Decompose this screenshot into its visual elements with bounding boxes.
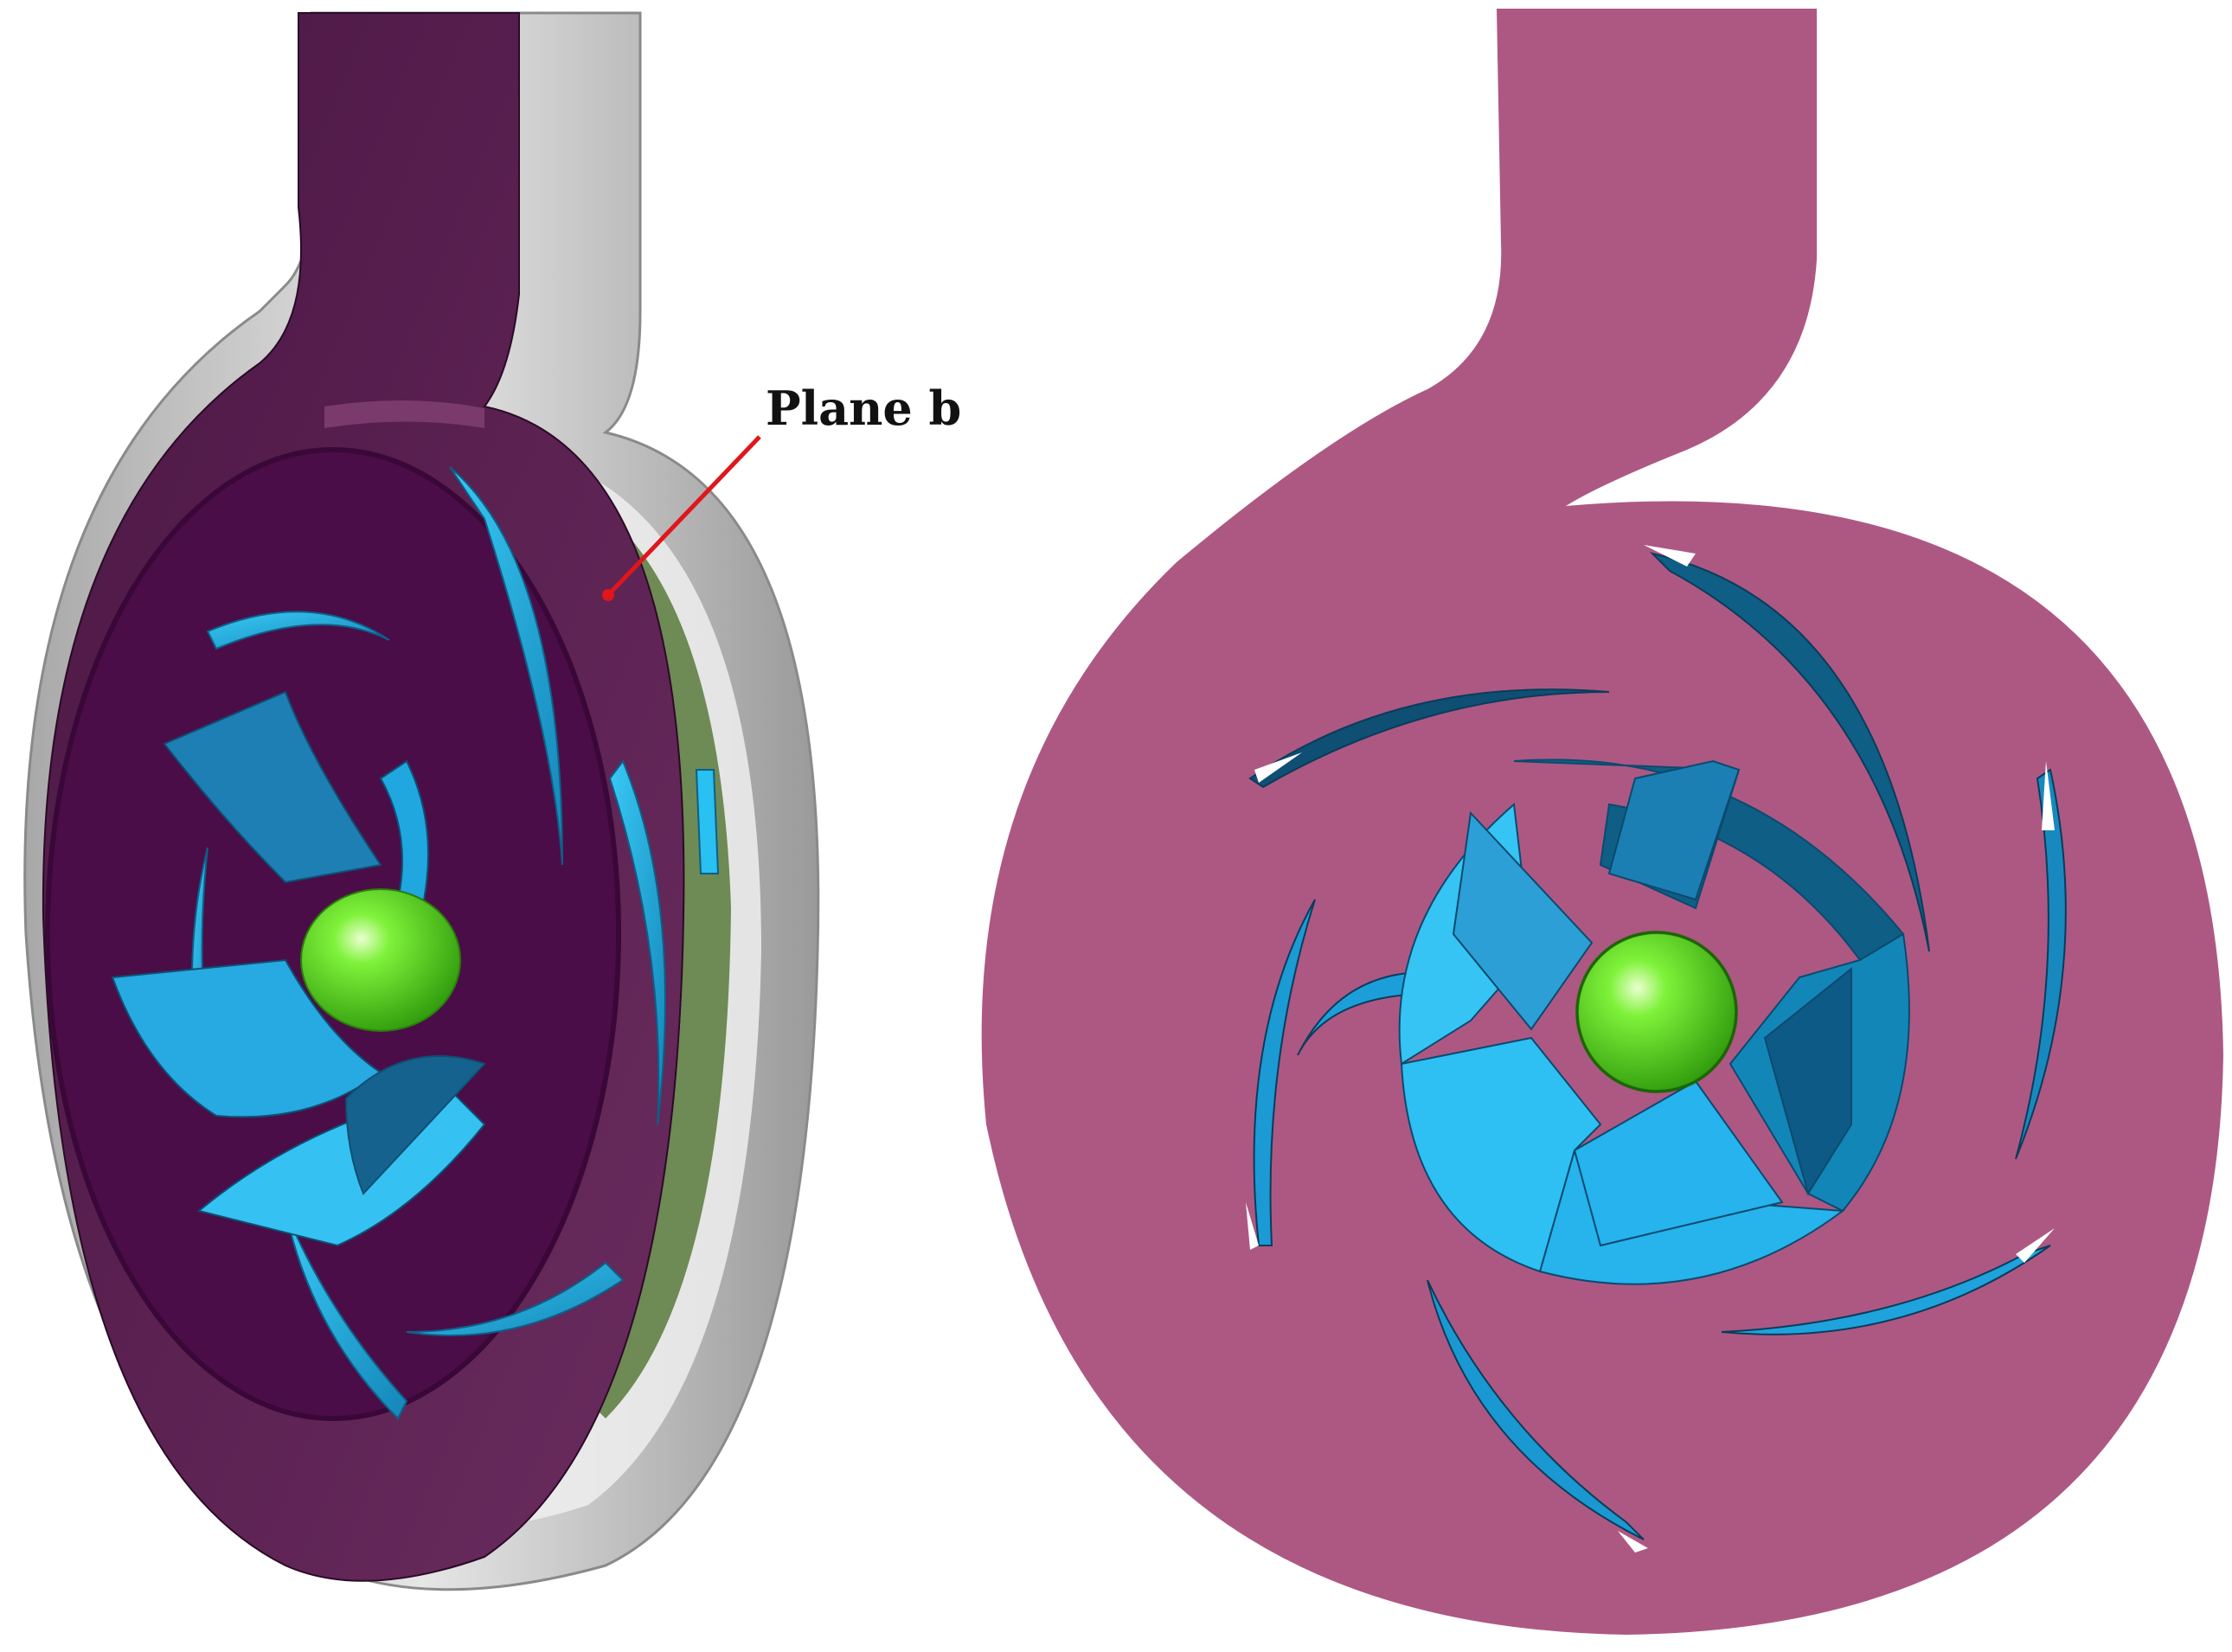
hub-left (300, 888, 461, 1032)
guide-vanes-left (191, 466, 720, 1420)
plane-b-pointer (602, 435, 761, 601)
back-plate (519, 467, 731, 1418)
vane-gaps (1246, 545, 2055, 1553)
isometric-cutaway-view (23, 11, 820, 1591)
volute-plane (981, 9, 2223, 1635)
impeller-right (1398, 759, 1910, 1285)
impeller-left (111, 690, 486, 1247)
plane-b-section-view (981, 9, 2223, 1635)
plane-b-label: Plane b (766, 381, 962, 436)
